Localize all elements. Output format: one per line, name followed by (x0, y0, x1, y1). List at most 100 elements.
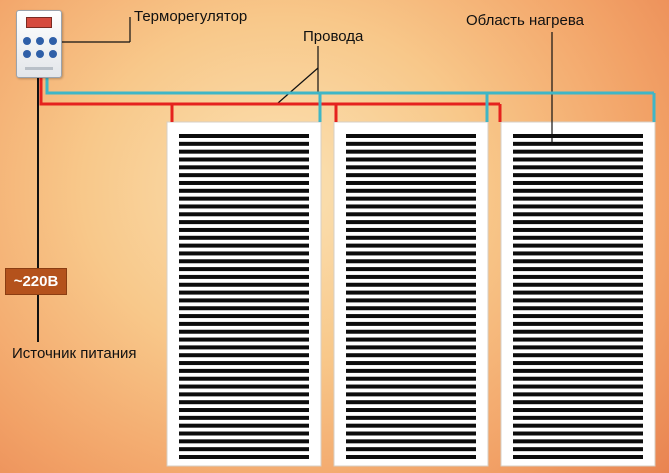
heating-strip (179, 290, 309, 295)
heating-strip (513, 259, 643, 264)
heating-strip (179, 314, 309, 319)
heating-strip (513, 251, 643, 256)
heating-strip (513, 227, 643, 232)
heating-strip (513, 165, 643, 170)
heating-strip (513, 141, 643, 146)
heating-strip (346, 298, 476, 303)
heating-strip (346, 290, 476, 295)
red-wire (39, 78, 500, 106)
wires-leader-2 (277, 67, 319, 104)
heating-strip (179, 337, 309, 342)
heating-strip (346, 235, 476, 240)
heating-strip (346, 431, 476, 436)
heating-strip (513, 267, 643, 272)
heating-strip (346, 455, 476, 459)
heating-strip (513, 274, 643, 279)
heating-strip (179, 141, 309, 146)
heating-strip (179, 415, 309, 420)
heating-strip (513, 329, 643, 334)
heating-strip (179, 149, 309, 154)
heating-strip (513, 321, 643, 326)
heating-strip (513, 408, 643, 413)
heating-strip (346, 447, 476, 452)
heating-strip (513, 431, 643, 436)
heating-strip (346, 376, 476, 381)
heating-strip (179, 196, 309, 201)
heating-area-label: Область нагрева (466, 12, 584, 29)
cyan-wire (45, 78, 654, 95)
heating-strip (346, 282, 476, 287)
heating-strip (513, 353, 643, 358)
thermostat-device (16, 10, 62, 78)
heating-strip (513, 235, 643, 240)
heating-strip (513, 282, 643, 287)
heating-strip (346, 204, 476, 209)
heating-strip (179, 423, 309, 428)
heating-strip (346, 141, 476, 146)
thermostat-button-6 (49, 50, 57, 58)
heating-strip (179, 353, 309, 358)
thermostat-button-3 (49, 37, 57, 45)
heating-strip (179, 431, 309, 436)
heating-strip (179, 455, 309, 459)
heating-strip (346, 361, 476, 366)
heating-strip (179, 188, 309, 193)
wires-label: Провода (303, 28, 364, 45)
heating-strip (513, 298, 643, 303)
heating-strip (179, 267, 309, 272)
heating-strip (346, 212, 476, 217)
heating-strip (179, 408, 309, 413)
heating-strip (346, 392, 476, 397)
heating-strip (179, 227, 309, 232)
heating-strip (346, 180, 476, 185)
heating-strip (513, 204, 643, 209)
heating-strip (346, 243, 476, 248)
heating-strip (346, 345, 476, 350)
heating-strip (179, 282, 309, 287)
heating-strip (346, 173, 476, 178)
heating-strip (346, 423, 476, 428)
heating-strip (346, 415, 476, 420)
heating-strip (179, 180, 309, 185)
heating-strip (179, 321, 309, 326)
heating-strip (346, 274, 476, 279)
heating-strip (179, 220, 309, 225)
heating-strip (513, 384, 643, 389)
heating-strip (179, 447, 309, 452)
heating-strip (513, 455, 643, 459)
heating-strip (346, 368, 476, 373)
heating-strip (513, 400, 643, 405)
heating-strip (179, 157, 309, 162)
heating-strip (346, 384, 476, 389)
heating-strip (346, 267, 476, 272)
heating-strip (513, 415, 643, 420)
heating-strip (346, 314, 476, 319)
heating-strip (179, 400, 309, 405)
heating-strip (346, 259, 476, 264)
heating-strip (346, 196, 476, 201)
thermostat-brand-mark (25, 67, 53, 70)
heating-strip (179, 235, 309, 240)
heating-strip (513, 337, 643, 342)
thermostat-button-5 (36, 50, 44, 58)
heating-strip (513, 290, 643, 295)
heating-strip (346, 400, 476, 405)
heating-strip (179, 173, 309, 178)
heating-strip (346, 439, 476, 444)
heating-strip (513, 368, 643, 373)
heating-strip (179, 361, 309, 366)
heating-strip (179, 165, 309, 170)
heating-strip (346, 337, 476, 342)
power-source-label: Источник питания (12, 345, 137, 362)
heating-strip (346, 251, 476, 256)
heating-strip (513, 188, 643, 193)
heating-strip (346, 220, 476, 225)
heating-strip (513, 423, 643, 428)
heating-strip (346, 329, 476, 334)
thermostat-button-2 (36, 37, 44, 45)
heating-strip (346, 188, 476, 193)
heating-strip (513, 439, 643, 444)
heating-strip (346, 227, 476, 232)
heating-strip (513, 220, 643, 225)
